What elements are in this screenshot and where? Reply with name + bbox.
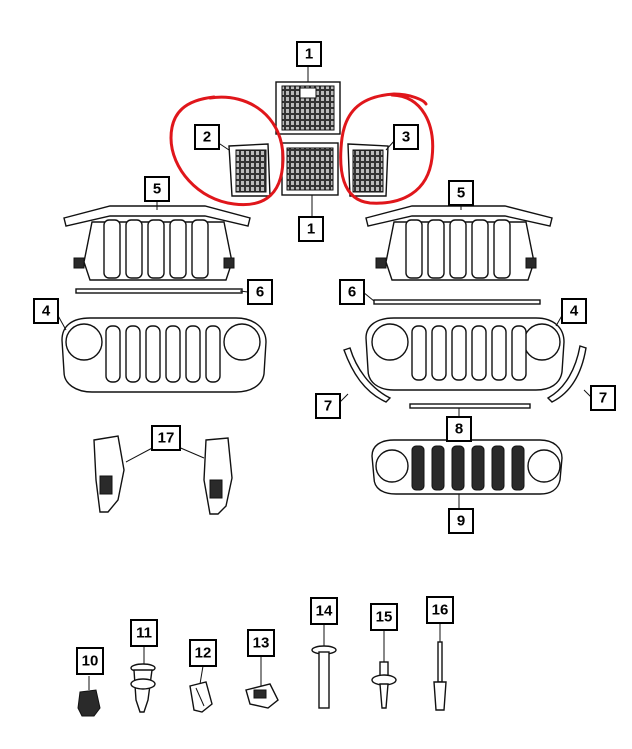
svg-text:5: 5: [457, 185, 465, 202]
callout-7-right: 7: [590, 385, 616, 411]
svg-text:8: 8: [455, 421, 463, 438]
part-11-push-pin: [130, 663, 156, 713]
svg-text:1: 1: [307, 221, 315, 238]
callout-1-top: 1: [296, 41, 322, 67]
part-8-lower-strip: [409, 403, 531, 409]
part-1-upper-insert: [275, 81, 341, 135]
part-17-right-bracket: [203, 437, 233, 515]
part-6-right-strip: [373, 299, 541, 305]
part-12-retainer: [189, 681, 213, 713]
callout-5-right: 5: [448, 180, 474, 206]
svg-text:11: 11: [136, 625, 152, 642]
svg-text:14: 14: [316, 603, 333, 620]
part-2-side-insert: [228, 143, 271, 197]
part-7-right-trim: [546, 345, 587, 403]
callout-2: 2: [194, 124, 220, 150]
part-4-left-grille: [61, 317, 267, 393]
callout-6-left: 6: [247, 279, 273, 305]
part-15-screw: [371, 661, 397, 709]
part-14-bolt: [311, 645, 337, 709]
part-7-left-trim: [343, 347, 392, 403]
callout-11: 11: [130, 619, 158, 647]
svg-text:13: 13: [253, 635, 270, 652]
svg-text:12: 12: [195, 645, 212, 662]
svg-text:6: 6: [348, 284, 356, 301]
part-5-left-reinforcement: [63, 205, 251, 281]
callout-16: 16: [426, 596, 454, 624]
svg-text:15: 15: [376, 609, 393, 626]
callout-3: 3: [393, 124, 419, 150]
part-13-clip: [245, 683, 279, 709]
part-16-rivet: [433, 641, 447, 711]
part-17-left-bracket: [93, 435, 125, 513]
svg-text:1: 1: [305, 46, 313, 63]
svg-text:2: 2: [203, 129, 211, 146]
callout-1-bottom: 1: [298, 216, 324, 242]
part-4-right-grille: [365, 317, 565, 391]
callout-12: 12: [189, 639, 217, 667]
svg-text:5: 5: [153, 181, 161, 198]
callout-5-left: 5: [144, 176, 170, 202]
svg-text:4: 4: [42, 303, 51, 320]
highlight-circle-left: [169, 95, 285, 207]
part-1-lower-insert: [281, 142, 339, 196]
part-10-clip: [77, 689, 101, 717]
svg-text:3: 3: [402, 129, 410, 146]
callout-15: 15: [370, 603, 398, 631]
callout-8: 8: [446, 416, 472, 442]
highlight-circle-right: [339, 92, 435, 205]
svg-text:10: 10: [82, 653, 99, 670]
part-5-right-reinforcement: [365, 205, 553, 281]
svg-text:6: 6: [256, 284, 264, 301]
part-9-grille-frame: [371, 439, 563, 495]
svg-text:7: 7: [324, 398, 332, 415]
part-6-left-strip: [75, 288, 243, 294]
svg-text:9: 9: [457, 513, 465, 530]
svg-text:4: 4: [570, 303, 579, 320]
svg-text:16: 16: [432, 602, 449, 619]
svg-text:17: 17: [158, 430, 175, 447]
callout-4-right: 4: [561, 298, 587, 324]
svg-text:7: 7: [599, 390, 607, 407]
callout-6-right: 6: [339, 279, 365, 305]
part-3-side-insert: [347, 143, 389, 197]
callout-13: 13: [247, 629, 275, 657]
callout-9: 9: [448, 508, 474, 534]
callout-17: 17: [151, 425, 181, 451]
callout-14: 14: [310, 597, 338, 625]
callout-10: 10: [76, 647, 104, 675]
callout-4-left: 4: [33, 298, 59, 324]
callout-7-left: 7: [315, 393, 341, 419]
